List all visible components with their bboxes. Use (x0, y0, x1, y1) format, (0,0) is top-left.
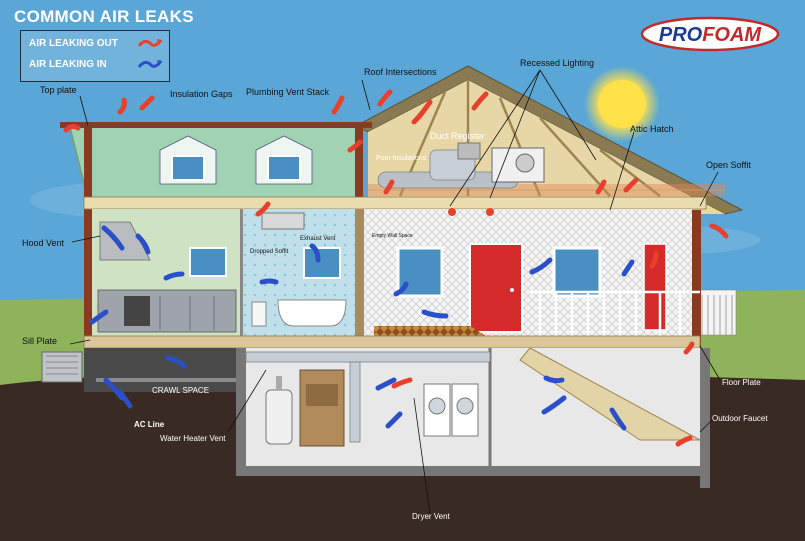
bathroom-fixtures (251, 212, 347, 327)
label-ac-line: AC Line (134, 420, 165, 429)
label-dropped-soffit: Dropped Soffit (250, 249, 289, 255)
label-crawl-space: CRAWL SPACE (152, 386, 210, 395)
label-top-plate: Top plate (40, 85, 77, 95)
framing (84, 128, 701, 440)
washer-dryer (423, 383, 479, 437)
legend: AIR LEAKING OUT AIR LEAKING IN (20, 30, 170, 82)
diagram-title: COMMON AIR LEAKS (14, 7, 194, 26)
label-insulation-gaps: Insulation Gaps (170, 89, 233, 99)
label-open-soffit: Open Soffit (706, 160, 751, 170)
svg-text:PROFOAM: PROFOAM (659, 24, 763, 46)
label-duct-register: Duct Register (430, 131, 485, 141)
first-floor-plate (83, 335, 701, 349)
label-empty-wall-space: Empty Wall Space (372, 233, 413, 239)
legend-out-label: AIR LEAKING OUT (29, 38, 118, 49)
roof-left (60, 122, 372, 128)
label-exhaust-vent: Exhaust Vent (300, 236, 336, 242)
porch (699, 289, 737, 336)
label-sill-plate: Sill Plate (22, 336, 58, 346)
label-outdoor-faucet: Outdoor Faucet (712, 414, 768, 423)
furnace (299, 369, 345, 447)
attic-ducts (377, 142, 545, 189)
basement-ducts (245, 351, 491, 443)
water-heater (265, 376, 293, 445)
label-hood-vent: Hood Vent (22, 238, 65, 248)
recessed-lights (448, 208, 494, 216)
kitchen-fixtures (97, 221, 237, 333)
label-plumbing-vent-stack: Plumbing Vent Stack (246, 87, 330, 97)
leader-lines (69, 69, 721, 515)
logo-foam: FOAM (702, 24, 762, 46)
air-leak-in-arrows (89, 225, 635, 431)
label-poor-insulations: Poor Insulations (376, 155, 427, 162)
label-dryer-vent: Dryer Vent (412, 512, 450, 521)
label-roof-intersections: Roof Intersections (364, 67, 437, 77)
label-recessed-lighting: Recessed Lighting (520, 58, 595, 68)
logo-pro: PRO (659, 24, 703, 46)
ac-unit (41, 351, 83, 383)
logo-badge: PROFOAM (640, 16, 780, 52)
legend-in-arrow-icon (137, 60, 163, 68)
second-floor-plate (83, 196, 707, 210)
label-floor-plate: Floor Plate (722, 378, 761, 387)
basement-stairs (519, 347, 701, 441)
legend-in-label: AIR LEAKING IN (29, 59, 107, 70)
stair-railing (530, 290, 700, 336)
profoam-logo: PROFOAM (640, 16, 780, 52)
dormer-windows (159, 135, 313, 185)
legend-out-arrow-icon (137, 39, 163, 47)
label-attic-hatch: Attic Hatch (630, 124, 674, 134)
air-leak-out-arrows (63, 89, 729, 447)
label-water-heater-vent: Water Heater Vent (160, 434, 226, 443)
